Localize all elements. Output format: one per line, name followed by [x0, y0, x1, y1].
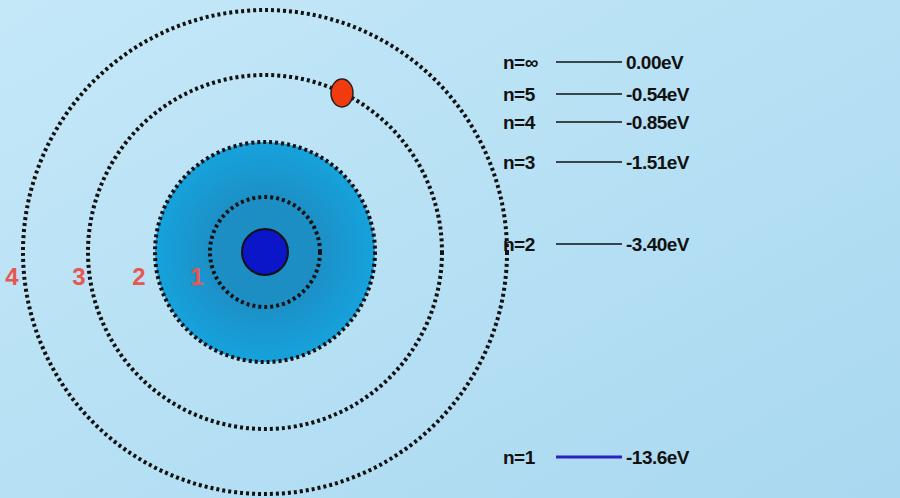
electron [331, 79, 353, 107]
orbit-number: 2 [132, 265, 145, 289]
orbit-3 [88, 75, 442, 429]
energy-value: -3.40eV [626, 235, 689, 254]
orbit-number: 1 [190, 265, 203, 289]
level-line [556, 161, 622, 163]
shaded-shell [155, 142, 375, 362]
energy-value: -1.51eV [626, 153, 689, 172]
level-name: n=3 [503, 153, 535, 172]
nucleus [242, 229, 288, 275]
orbit-2 [155, 142, 375, 362]
level-line [556, 121, 622, 123]
energy-value: -13.6eV [626, 448, 689, 467]
level-line [556, 61, 622, 63]
energy-value: -0.54eV [626, 85, 689, 104]
level-line [556, 93, 622, 95]
energy-value: 0.00eV [626, 53, 683, 72]
ground-level-line [556, 456, 622, 459]
level-line [556, 243, 622, 245]
orbit-number: 3 [72, 265, 85, 289]
orbit-4 [23, 10, 507, 494]
energy-value: -0.85eV [626, 113, 689, 132]
orbit-number: 4 [5, 265, 18, 289]
level-name: n=1 [503, 448, 535, 467]
level-name: n=5 [503, 85, 535, 104]
level-name: n=2 [503, 235, 535, 254]
orbit-1 [210, 197, 320, 307]
level-name: n=∞ [503, 53, 538, 72]
level-name: n=4 [503, 113, 535, 132]
